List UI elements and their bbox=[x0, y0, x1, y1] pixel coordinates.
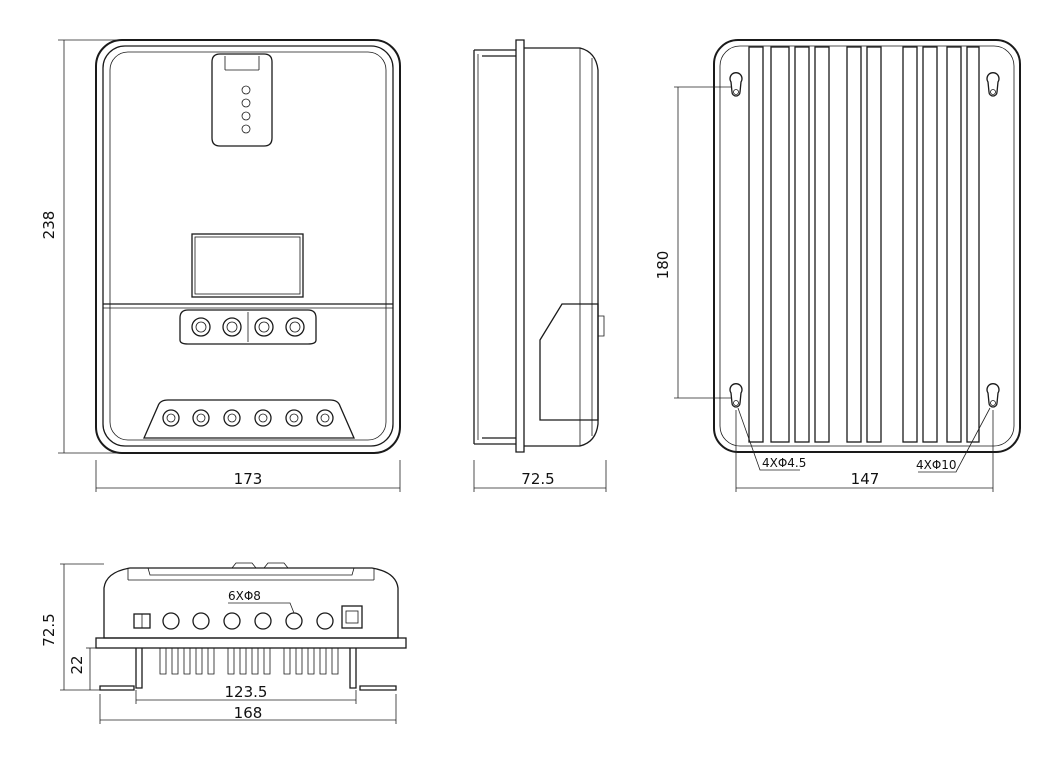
dim-back-hole-spacing-v: 180 bbox=[654, 251, 672, 280]
back-view bbox=[674, 39, 1021, 492]
dim-front-height: 238 bbox=[40, 211, 58, 240]
label-small-holes: 4XΦ4.5 bbox=[762, 456, 806, 470]
dim-bottom-fin-height: 22 bbox=[68, 655, 86, 674]
bottom-view bbox=[60, 562, 407, 724]
button-4 bbox=[285, 317, 305, 337]
bottom-terminals bbox=[133, 605, 363, 630]
dim-bottom-height: 72.5 bbox=[40, 613, 58, 646]
side-view bbox=[473, 39, 607, 492]
dim-side-depth: 72.5 bbox=[521, 470, 554, 488]
heatsink-fins bbox=[748, 46, 980, 443]
front-view bbox=[58, 39, 401, 492]
label-large-holes: 4XΦ10 bbox=[916, 458, 957, 472]
dim-back-hole-spacing-h: 147 bbox=[851, 470, 880, 488]
led-2 bbox=[241, 98, 251, 108]
front-terminals bbox=[162, 409, 334, 427]
bottom-fins bbox=[99, 648, 397, 691]
led-4 bbox=[241, 124, 251, 134]
mounting-holes bbox=[729, 72, 1000, 408]
lcd-display bbox=[191, 233, 304, 298]
button-1 bbox=[191, 317, 211, 337]
led-3 bbox=[241, 111, 251, 121]
button-3 bbox=[254, 317, 274, 337]
label-bottom-ports: 6XΦ8 bbox=[228, 589, 261, 603]
led-indicators bbox=[241, 85, 251, 134]
rj45-port bbox=[341, 605, 363, 629]
button-2 bbox=[222, 317, 242, 337]
led-1 bbox=[241, 85, 251, 95]
dim-bottom-width: 168 bbox=[234, 704, 263, 722]
dim-front-width: 173 bbox=[234, 470, 263, 488]
dim-bottom-inner-width: 123.5 bbox=[225, 683, 268, 701]
front-buttons bbox=[191, 317, 305, 337]
